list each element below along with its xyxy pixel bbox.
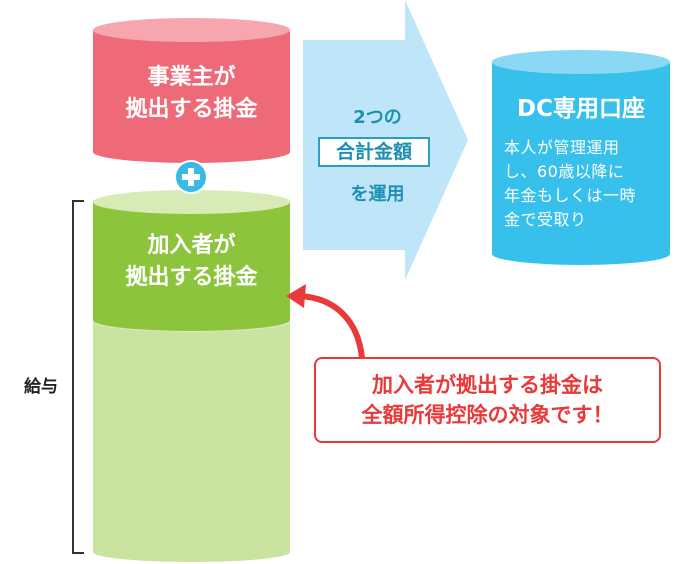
- employer-label-line2: 拠出する掛金: [125, 97, 258, 122]
- member-contribution-cylinder: [93, 190, 290, 331]
- red-arrowhead: [286, 284, 306, 308]
- member-label-line2: 拠出する掛金: [125, 265, 258, 290]
- total-amount-box: 合計金額: [318, 137, 430, 167]
- red-curved-arrow: [297, 293, 365, 361]
- salary-label: 給与: [24, 377, 58, 397]
- dc-account-title: DC専用口座: [517, 96, 645, 122]
- dc-account-description: 本人が管理運用 し、60歳以降に 年金もしくは一時 金で受取り: [504, 136, 664, 232]
- member-label-line1: 加入者が: [147, 233, 236, 258]
- tax-deduction-note: 加入者が拠出する掛金は 全額所得控除の対象です！: [314, 357, 661, 443]
- salary-bracket: [72, 200, 84, 554]
- note-line1: 加入者が拠出する掛金は: [372, 373, 603, 397]
- employer-contribution-cylinder: [93, 18, 290, 163]
- arrow-text-line3: を運用: [350, 184, 405, 205]
- dc-account-line: 金で受取り: [504, 210, 587, 229]
- member-label-group: 加入者が 拠出する掛金: [93, 228, 290, 298]
- dc-account-line: 本人が管理運用: [504, 138, 620, 157]
- arrow-text-line1: 2つの: [353, 107, 402, 128]
- employer-label-line1: 事業主が: [147, 65, 236, 90]
- dc-account-line: 年金もしくは一時: [504, 186, 637, 205]
- salary-cylinder: [93, 312, 290, 562]
- dc-account-cylinder: [492, 50, 670, 265]
- note-line2: 全額所得控除の対象です！: [361, 403, 614, 427]
- plus-icon: [174, 160, 208, 194]
- dc-account-line: し、60歳以降に: [504, 162, 625, 181]
- employer-label-group: 事業主が 拠出する掛金: [93, 58, 290, 128]
